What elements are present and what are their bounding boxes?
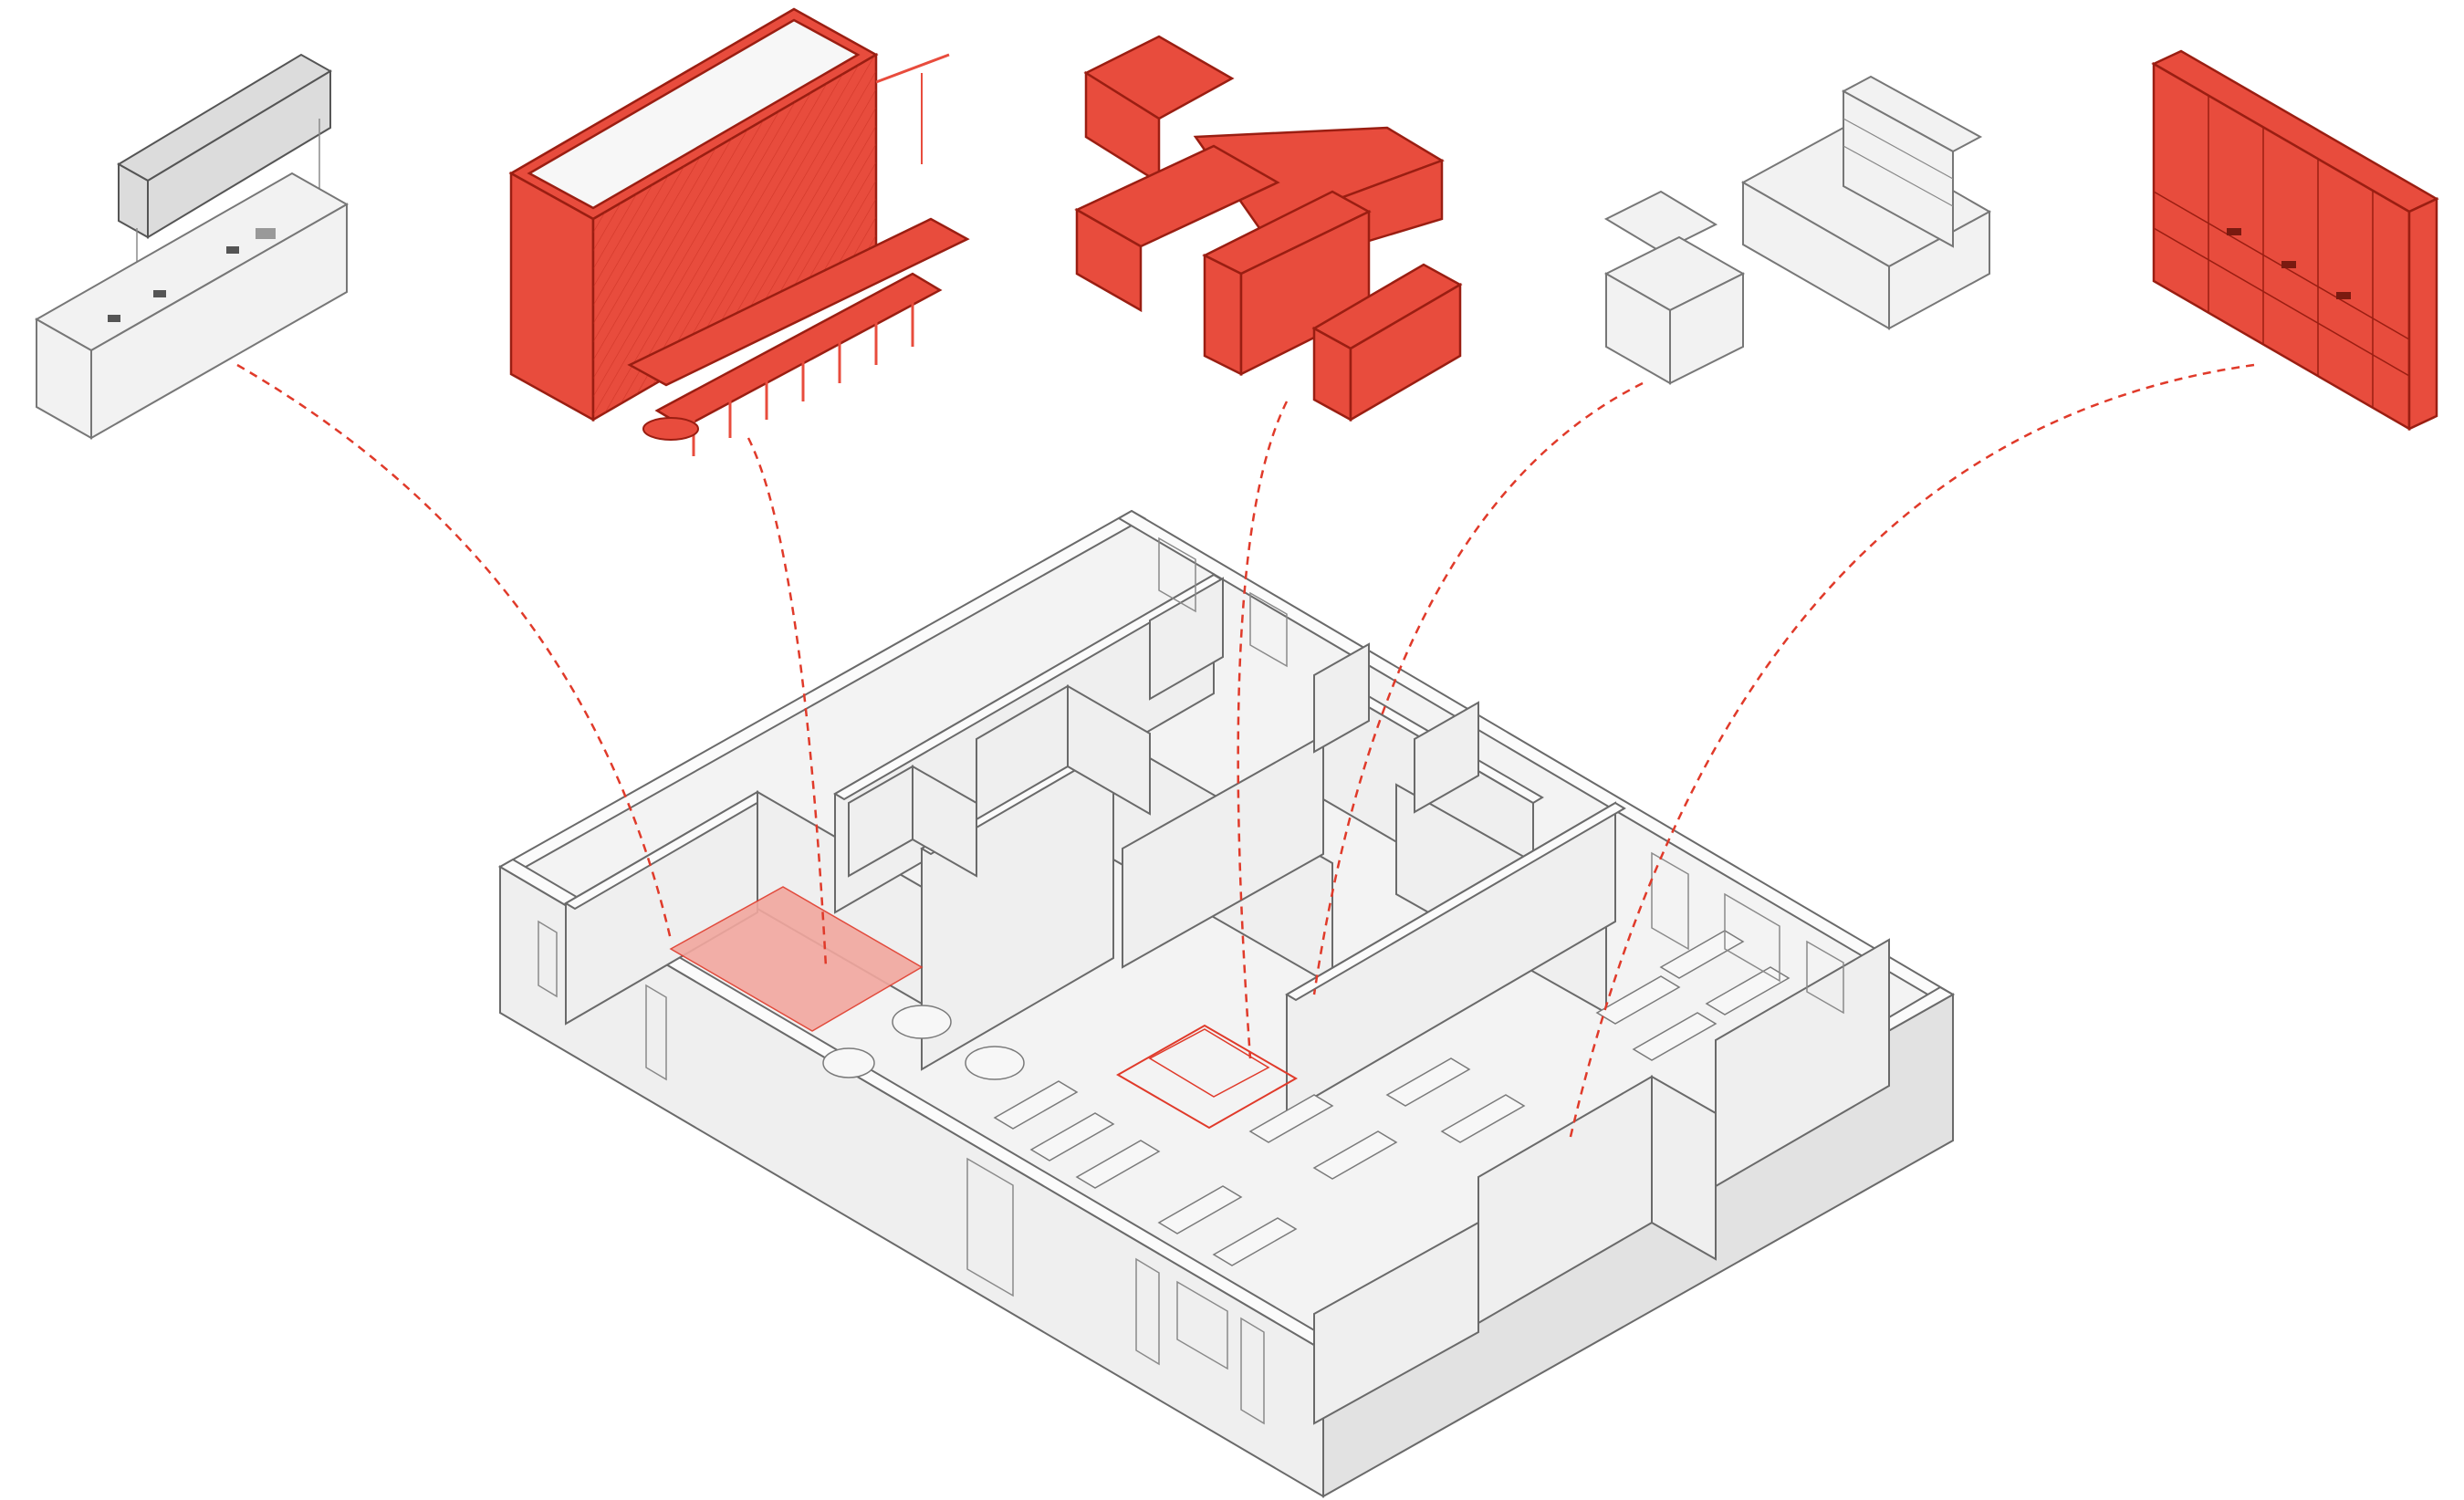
exterior-doors <box>538 920 1265 1425</box>
building-model <box>497 509 1956 1498</box>
leader-line-storage-wall <box>1568 363 2255 1141</box>
highlighted-floor-zone-reception <box>1115 1024 1299 1130</box>
east-windows <box>1158 536 1844 1015</box>
module-storage-wall <box>2151 49 2439 432</box>
leader-lines <box>236 363 2255 1141</box>
service-rooms <box>848 577 1479 878</box>
dining-furniture <box>822 930 1791 1266</box>
module-bench-seating <box>508 7 970 456</box>
module-reception-counter <box>1074 35 1463 422</box>
leader-line-kitchenette <box>236 363 673 941</box>
module-kitchenette <box>34 53 350 440</box>
leader-line-serving-counter <box>1312 381 1644 995</box>
module-serving-counter <box>1603 75 1992 385</box>
reception-inner-outline <box>1148 1028 1270 1098</box>
highlighted-floor-zone-lounge <box>669 886 924 1032</box>
leader-line-bench-seating <box>747 437 828 968</box>
